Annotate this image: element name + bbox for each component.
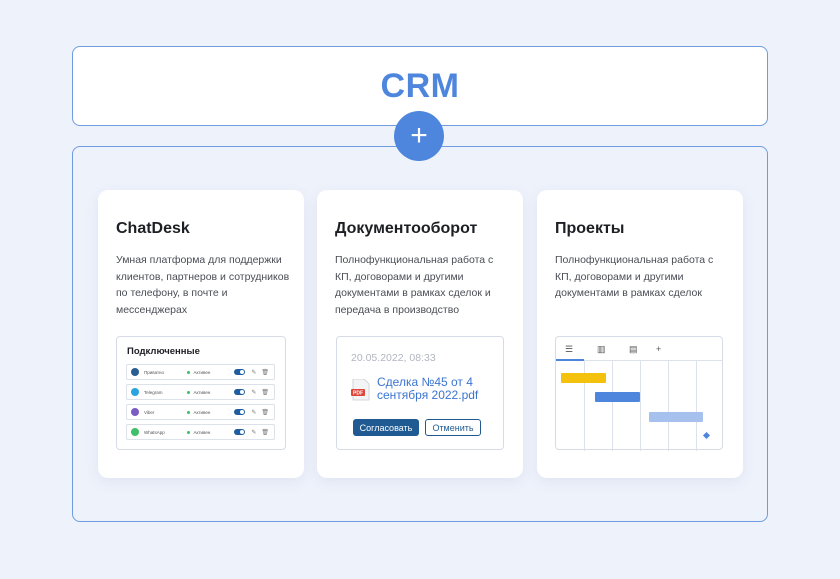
viber-icon [131, 408, 139, 416]
table-icon[interactable]: ▤ [629, 344, 638, 354]
add-module-button[interactable]: + [394, 111, 444, 161]
pencil-icon[interactable]: ✎ [251, 409, 257, 416]
document-date: 20.05.2022, 08:33 [351, 352, 436, 364]
channel-name: Telegram [144, 389, 163, 395]
gantt-task-bar[interactable] [595, 392, 640, 402]
trash-icon[interactable]: 🗑 [261, 369, 269, 376]
channel-row[interactable]: WhatsApp Активен ✎ 🗑 [126, 424, 275, 440]
card-title: Проекты [555, 220, 625, 237]
pencil-icon[interactable]: ✎ [251, 369, 257, 376]
status-badge: Активен [187, 390, 233, 395]
gantt-task-bar[interactable] [649, 412, 703, 422]
channel-toggle[interactable] [233, 409, 246, 415]
cancel-button[interactable]: Отменить [425, 419, 481, 436]
card-description: Полнофункциональная работа с КП, договор… [555, 254, 714, 299]
card-title: Документооборот [335, 220, 478, 237]
gantt-task-bar[interactable] [561, 373, 606, 383]
card-chatdesk[interactable]: ChatDesk Умная платформа для поддержки к… [98, 190, 304, 478]
card-title: ChatDesk [116, 220, 190, 237]
status-badge: Активен [187, 410, 233, 415]
channel-row[interactable]: Telegram Активен ✎ 🗑 [126, 384, 275, 400]
whatsapp-icon [131, 428, 139, 436]
gantt-gridline [640, 361, 641, 451]
status-badge: Активен [187, 370, 233, 375]
milestone-diamond-icon[interactable] [702, 431, 711, 440]
card-description: Умная платформа для поддержки клиентов, … [116, 254, 290, 316]
pdf-file-icon: PDF [351, 379, 370, 401]
list-icon[interactable]: ☰ [565, 344, 574, 354]
channel-toggle[interactable] [233, 429, 246, 435]
channel-name: Приватно [144, 369, 165, 375]
channel-icon [131, 368, 139, 376]
gantt-toolbar [556, 337, 722, 361]
channel-row[interactable]: Viber Активен ✎ 🗑 [126, 404, 275, 420]
status-badge: Активен [187, 430, 233, 435]
channel-name: WhatsApp [144, 429, 165, 435]
channel-toggle[interactable] [233, 389, 246, 395]
gantt-gridline [612, 361, 613, 451]
card-description: Полнофункциональная работа с КП, договор… [335, 254, 494, 316]
connected-channels-widget: Подключенные Приватно Активен ✎ 🗑 Telegr… [116, 336, 286, 450]
crm-title: CRM [380, 66, 460, 105]
pencil-icon[interactable]: ✎ [251, 389, 257, 396]
svg-text:PDF: PDF [353, 391, 363, 397]
approve-button[interactable]: Согласовать [353, 419, 419, 436]
trash-icon[interactable]: 🗑 [261, 389, 269, 396]
document-link[interactable]: Сделка №45 от 4 сентября 2022.pdf [377, 375, 479, 402]
document-widget: 20.05.2022, 08:33 PDF Сделка №45 от 4 се… [336, 336, 504, 450]
trash-icon[interactable]: 🗑 [261, 429, 269, 436]
widget-title: Подключенные [127, 346, 200, 357]
pencil-icon[interactable]: ✎ [251, 429, 257, 436]
channel-row[interactable]: Приватно Активен ✎ 🗑 [126, 364, 275, 380]
channel-name: Viber [144, 409, 155, 415]
gantt-widget: ☰ ▥ ▤ + [555, 336, 723, 451]
telegram-icon [131, 388, 139, 396]
plus-icon[interactable]: + [656, 344, 662, 354]
trash-icon[interactable]: 🗑 [261, 409, 269, 416]
active-tab-indicator [556, 359, 584, 361]
gantt-gridline [696, 361, 697, 451]
card-projects[interactable]: Проекты Полнофункциональная работа с КП,… [537, 190, 743, 478]
card-documents[interactable]: Документооборот Полнофункциональная рабо… [317, 190, 523, 478]
kanban-icon[interactable]: ▥ [597, 344, 606, 354]
gantt-gridline [584, 361, 585, 451]
channel-toggle[interactable] [233, 369, 246, 375]
gantt-gridline [668, 361, 669, 451]
